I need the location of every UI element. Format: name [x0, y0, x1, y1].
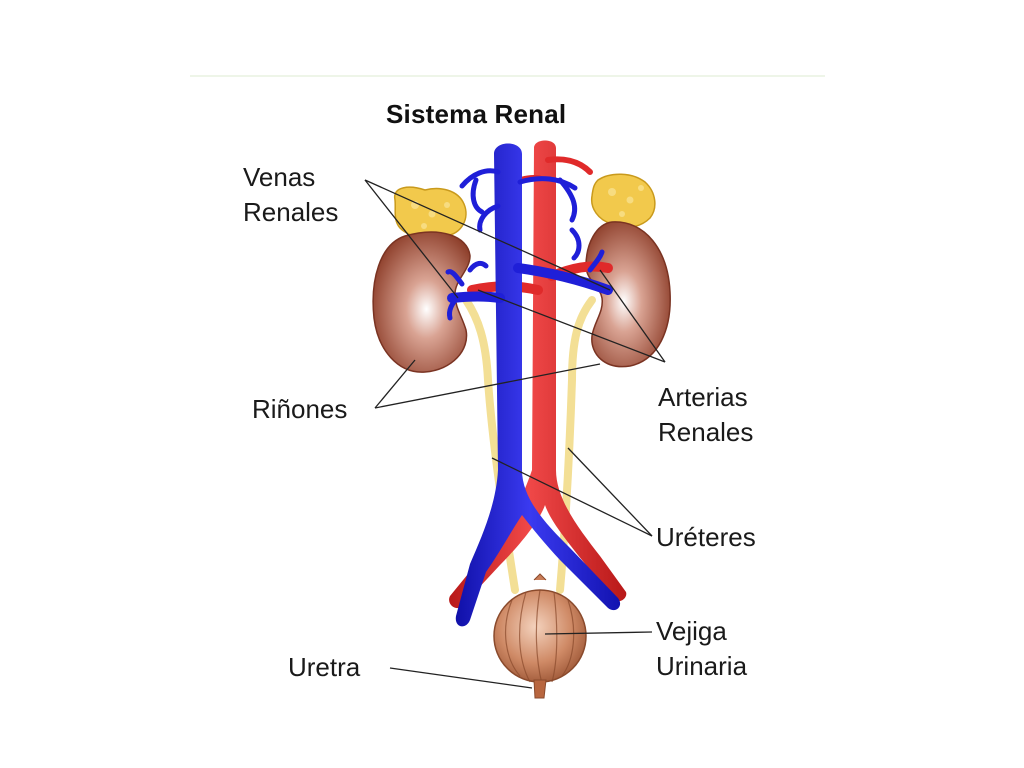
- label-venas-renales: Venas Renales: [243, 160, 338, 230]
- label-venas-line2: Renales: [243, 197, 339, 227]
- vena-cava: [455, 143, 621, 627]
- label-arterias-line2: Renales: [658, 417, 754, 447]
- adrenal-gland-right: [590, 173, 656, 229]
- urethra: [533, 679, 547, 699]
- renal-vein-right: [513, 263, 613, 295]
- label-vejiga-line1: Vejiga: [656, 616, 727, 646]
- urinary-bladder: [493, 589, 587, 683]
- label-rinones: Riñones: [252, 394, 348, 424]
- kidney-left: [372, 231, 471, 373]
- label-uretra: Uretra: [288, 652, 361, 682]
- label-arterias-line1: Arterias: [658, 382, 748, 412]
- label-ureteres: Uréteres: [656, 522, 756, 552]
- label-arterias-renales: Arterias Renales: [658, 380, 753, 450]
- diagram-title: Sistema Renal: [386, 99, 567, 129]
- label-vejiga-urinaria: Vejiga Urinaria: [656, 614, 747, 684]
- label-venas-line1: Venas: [243, 162, 316, 192]
- kidney-right: [585, 221, 671, 368]
- aorta: [449, 140, 627, 609]
- label-vejiga-line2: Urinaria: [656, 651, 748, 681]
